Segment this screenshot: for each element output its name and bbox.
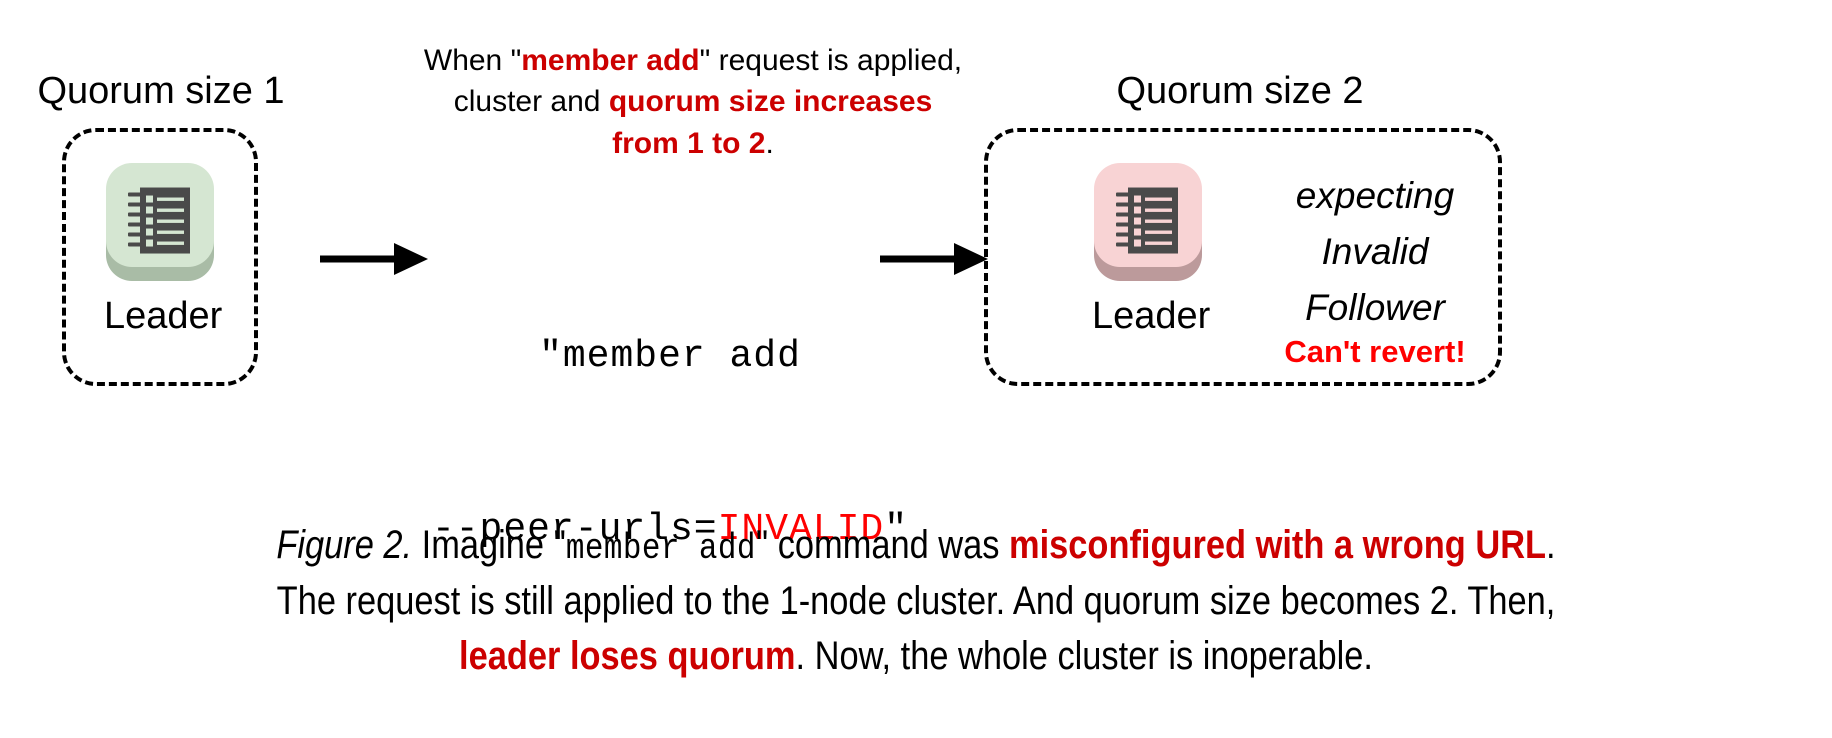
caption-line1-c: " command was [755, 523, 1010, 567]
arrow-command-to-right [880, 243, 988, 275]
callout-line3-bold: from 1 to 2 [612, 126, 766, 160]
right-cluster-title: Quorum size 2 [1116, 70, 1364, 112]
right-status-expecting: expecting Invalid Follower [1250, 168, 1500, 337]
left-cluster-title: Quorum size 1 [37, 70, 285, 112]
caption-command-mono: member add [565, 528, 756, 569]
left-cluster-box [62, 128, 258, 386]
left-leader-node: Leader [104, 163, 223, 337]
caption-line3-rest: . Now, the whole cluster is inoperable. [795, 633, 1373, 678]
caption-line-3: leader loses quorum. Now, the whole clus… [128, 629, 1704, 684]
cant-revert-warning: Can't revert! [1284, 334, 1466, 369]
callout-line2-pre: cluster and [453, 85, 609, 119]
status-line-1: expecting [1295, 175, 1455, 216]
caption-highlight-2: leader loses quorum [459, 633, 796, 678]
arrow-left-to-command [320, 243, 428, 275]
callout-line1-post: " request is applied, [699, 44, 963, 77]
command-line-2: --peer-urls=INVALID" [420, 501, 920, 559]
left-node-icon-wrap [104, 163, 216, 281]
notebook-icon [128, 187, 190, 254]
command-invalid-value: INVALID [717, 507, 885, 551]
callout-annotation: When "member add" request is applied, cl… [400, 40, 986, 164]
caption-line-1: Figure 2. Imagine "member add" command w… [128, 518, 1704, 574]
figure-caption: Figure 2. Imagine "member add" command w… [128, 518, 1704, 684]
left-node-label: Leader [104, 295, 223, 337]
callout-line1-pre: When " [423, 44, 522, 77]
callout-line-1: When "member add" request is applied, [400, 40, 986, 81]
right-leader-node: Leader [1092, 163, 1211, 337]
right-node-icon-wrap [1092, 163, 1204, 281]
status-line-3: Follower [1305, 287, 1445, 329]
command-line2-quote: " [884, 507, 909, 551]
callout-line-3: from 1 to 2. [400, 123, 986, 164]
callout-line3-post: . [765, 126, 774, 160]
caption-line1-b: Imagine " [412, 523, 566, 567]
command-line-1: "member add [539, 334, 801, 378]
status-line-2: Invalid [1321, 231, 1429, 273]
command-text: "member add --peer-urls=INVALID" [420, 212, 920, 674]
caption-figure-label: Figure 2. [276, 523, 413, 567]
right-node-label: Leader [1092, 295, 1211, 337]
caption-line1-d: . [1546, 523, 1556, 567]
callout-line-2: cluster and quorum size increases [400, 81, 986, 122]
caption-line-2: The request is still applied to the 1-no… [276, 578, 1556, 623]
command-line2-flag: --peer-urls= [431, 507, 718, 551]
right-cluster-box [984, 128, 1502, 386]
callout-line2-bold: quorum size increases [608, 85, 933, 119]
callout-line1-bold: member add [521, 44, 700, 77]
caption-highlight-1: misconfigured with a wrong URL [1009, 523, 1547, 567]
notebook-icon [1116, 187, 1178, 254]
